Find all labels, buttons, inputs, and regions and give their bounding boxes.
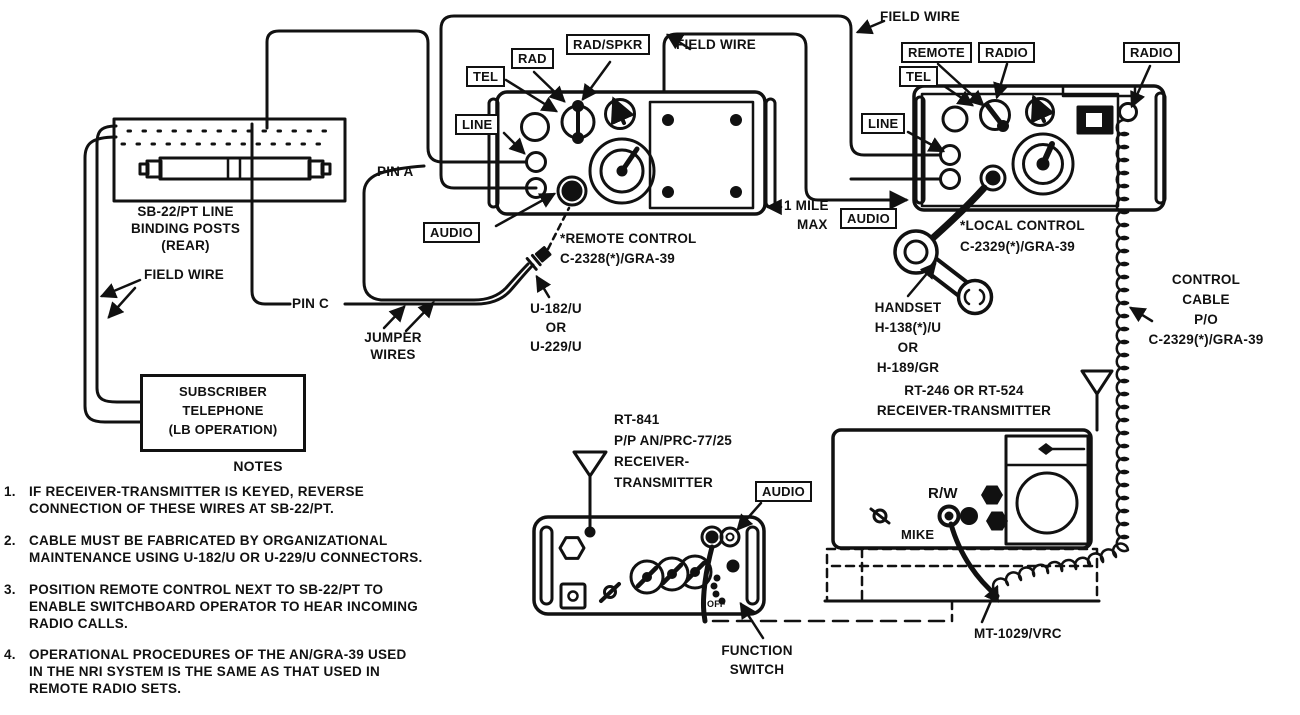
note-item-2: 2. CABLE MUST BE FABRICATED BY ORGANIZAT… (4, 533, 423, 566)
tag-radio-right: RADIO (1123, 42, 1180, 63)
local-tag-arrows (906, 62, 1152, 153)
tag-line-remote: LINE (455, 114, 500, 135)
mike-label: MIKE (901, 527, 935, 542)
rt524-radio (831, 369, 1114, 599)
tag-tel-remote: TEL (466, 66, 506, 87)
control-cable-coil (991, 118, 1154, 594)
field-wire-left-label: FIELD WIRE (144, 267, 224, 282)
note-item-4: 4. OPERATIONAL PROCEDURES OF THE AN/GRA-… (4, 647, 407, 697)
tag-remote: REMOTE (901, 42, 972, 63)
notes-heading: NOTES (233, 458, 283, 474)
local-control-caption: *LOCAL CONTROL C-2329(*)/GRA-39 (960, 218, 1085, 254)
jumper-wires-label: JUMPER WIRES (364, 330, 422, 362)
function-switch-label: FUNCTION SWITCH (721, 643, 793, 677)
sb22-binding-posts (112, 117, 347, 203)
off-label: OFF (707, 599, 726, 609)
pin-c-label: PIN C (292, 296, 330, 311)
rt841-radio (532, 450, 766, 640)
subscriber-telephone-box: SUBSCRIBER TELEPHONE (LB OPERATION) (140, 374, 306, 452)
sb22-label: SB-22/PT LINE BINDING POSTS (REAR) (130, 204, 241, 253)
jumper-wire-pin-c (250, 122, 535, 306)
rt841-title: RT-841 P/P AN/PRC-77/25 RECEIVER- TRANSM… (614, 412, 732, 490)
rt524-title: RT-246 OR RT-524 RECEIVER-TRANSMITTER (876, 383, 1052, 418)
subscriber-telephone-label: SUBSCRIBER TELEPHONE (LB OPERATION) (168, 384, 278, 437)
pin-a-label: PIN A (377, 164, 414, 179)
u182-connector (525, 246, 552, 271)
tag-audio-local: AUDIO (840, 208, 897, 229)
jumper-wires-arrows (382, 274, 552, 333)
mt1029-mount (711, 547, 1101, 624)
remote-tag-arrows (494, 60, 612, 228)
handset-label: HANDSET H-138(*)/U OR H-189/GR (874, 300, 942, 375)
u182-u229-label: U-182/U OR U-229/U (530, 301, 582, 354)
field-wire-sb22-to-remote (265, 29, 528, 164)
rw-label: R/W (928, 485, 958, 502)
field-wire-top2-label: FIELD WIRE (880, 9, 960, 24)
local-control-unit (912, 84, 1167, 212)
control-cable-label: CONTROL CABLE P/O C-2329(*)/GRA-39 (1148, 272, 1264, 347)
tag-rad-spkr: RAD/SPKR (566, 34, 650, 55)
field-wire-to-telephone (83, 124, 142, 424)
mt1029-label: MT-1029/VRC (974, 626, 1062, 641)
handset (893, 184, 994, 316)
tag-rad: RAD (511, 48, 554, 69)
one-mile-label: 1 MILE (784, 198, 829, 213)
field-wire-top1-label: FIELD WIRE (676, 37, 756, 52)
note-item-3: 3. POSITION REMOTE CONTROL NEXT TO SB-22… (4, 582, 419, 632)
tag-line-local: LINE (861, 113, 906, 134)
tag-tel-local: TEL (899, 66, 939, 87)
remote-control-caption: *REMOTE CONTROL C-2328(*)/GRA-39 (560, 231, 697, 266)
tag-audio-remote: AUDIO (423, 222, 480, 243)
note-item-1: 1. IF RECEIVER-TRANSMITTER IS KEYED, REV… (4, 484, 365, 517)
remote-control-unit (487, 90, 777, 216)
max-label: MAX (797, 217, 828, 232)
tag-audio-rt841: AUDIO (755, 481, 812, 502)
jumper-wire-pin-a (362, 164, 530, 302)
tag-radio-local: RADIO (978, 42, 1035, 63)
